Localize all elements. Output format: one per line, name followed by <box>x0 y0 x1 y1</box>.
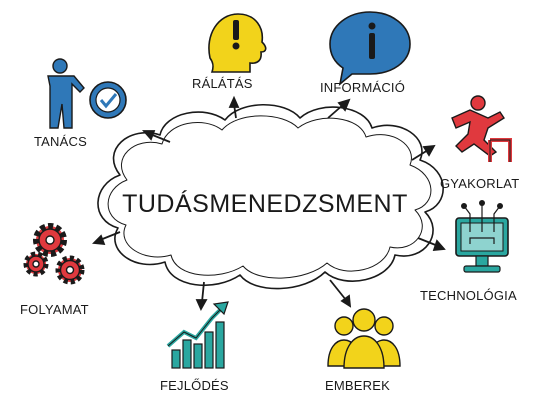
label-technologia: TECHNOLÓGIA <box>420 288 517 303</box>
label-gyakorlat: GYAKORLAT <box>440 176 520 191</box>
label-emberek: EMBEREK <box>325 378 390 393</box>
exclamation-head-icon <box>208 13 267 73</box>
info-speech-bubble-icon <box>329 11 411 87</box>
label-tanacs: TANÁCS <box>34 134 87 149</box>
label-fejlodes: FEJLŐDÉS <box>160 378 229 393</box>
monitor-circuit-icon <box>455 200 509 273</box>
label-folyamat: FOLYAMAT <box>20 302 89 317</box>
hurdle-runner-icon <box>451 95 512 162</box>
connector-arrows <box>92 95 446 312</box>
person-check-icon <box>47 58 127 129</box>
growth-chart-icon <box>166 301 229 369</box>
label-ralatas: RÁLÁTÁS <box>192 76 253 91</box>
center-cloud <box>97 103 444 290</box>
center-title: TUDÁSMENEDZSMENT <box>122 190 408 218</box>
gears-icon <box>23 223 85 285</box>
label-informacio: INFORMÁCIÓ <box>320 80 406 95</box>
people-group-icon <box>327 308 401 369</box>
